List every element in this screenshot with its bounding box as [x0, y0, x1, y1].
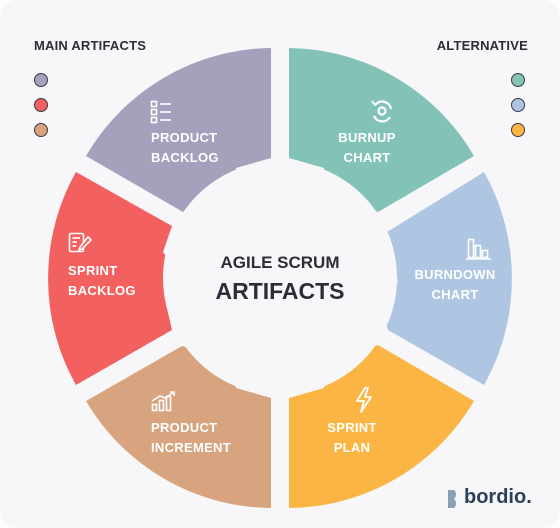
legend-dot-burndown-chart [511, 98, 525, 112]
legend-dot-product-backlog [34, 73, 48, 87]
growth-chart-icon [151, 391, 175, 412]
segment-burnup-chart [289, 48, 474, 212]
label-product-backlog: PRODUCT BACKLOG [151, 128, 219, 168]
legend-dot-sprint-plan [511, 123, 525, 137]
center-hub [163, 161, 397, 395]
label-line: PRODUCT [151, 130, 218, 145]
label-burnup-chart: BURNUP CHART [335, 128, 399, 168]
segment-product-increment [86, 346, 271, 508]
segment-product-backlog [86, 48, 271, 212]
legend-dot-sprint-backlog [34, 98, 48, 112]
label-line: BACKLOG [151, 150, 219, 165]
bar-chart-icon [466, 238, 491, 260]
label-line: PLAN [333, 440, 371, 455]
label-product-increment: PRODUCT INCREMENT [151, 418, 231, 458]
legend-title-alternative: ALTERNATIVE [436, 38, 528, 53]
lightning-icon [356, 387, 372, 413]
cycle-chart-icon [371, 100, 393, 123]
list-icon [150, 100, 171, 124]
edit-document-icon [68, 232, 93, 253]
label-line: BACKLOG [68, 283, 136, 298]
legend-dot-product-increment [34, 123, 48, 137]
label-sprint-plan: SPRINT PLAN [320, 418, 384, 458]
segment-burndown-chart [380, 172, 512, 385]
bordio-logo-icon [448, 490, 457, 508]
legend-title-main-artifacts: MAIN ARTIFACTS [34, 38, 147, 53]
label-line: SPRINT [68, 263, 118, 278]
label-line: BURNDOWN [414, 267, 496, 282]
center-title-line1: AGILE SCRUM [220, 253, 340, 272]
label-line: PRODUCT [151, 420, 218, 435]
legend-dot-burnup-chart [511, 73, 525, 87]
label-line: CHART [431, 287, 479, 302]
label-burndown-chart: BURNDOWN CHART [410, 265, 500, 305]
label-line: SPRINT [327, 420, 377, 435]
label-line: INCREMENT [151, 440, 231, 455]
segment-sprint-backlog [48, 172, 185, 385]
center-title-line2: ARTIFACTS [215, 278, 345, 304]
segment-sprint-plan [289, 345, 474, 508]
brand-name: bordio. [464, 486, 532, 508]
label-line: CHART [343, 150, 391, 165]
bordio-logo: bordio. [446, 486, 536, 510]
label-line: BURNUP [338, 130, 396, 145]
label-sprint-backlog: SPRINT BACKLOG [68, 261, 136, 301]
